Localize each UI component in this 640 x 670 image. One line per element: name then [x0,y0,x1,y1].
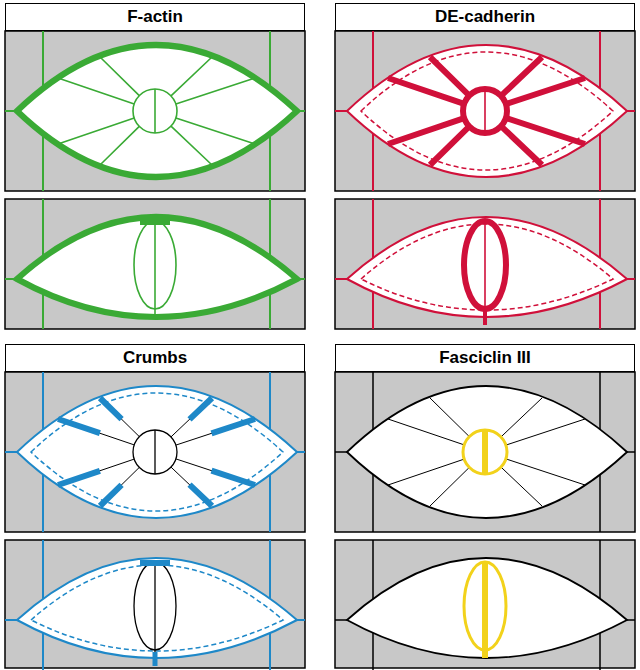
crumbs-panel-top [5,372,305,532]
panel-ground [335,31,635,191]
central-line [154,89,156,133]
inner-dashed-outline [31,565,283,651]
central-line [154,562,155,658]
fasciclin-panel-top [335,372,635,532]
cell-junction [5,199,305,329]
cell-junction [335,372,635,532]
rhabdomere-spokes [58,398,255,506]
rhabdomere-spokes [388,398,585,506]
panel-ground [5,31,305,191]
central-line [154,430,155,474]
rhabdomere-spokes [388,57,585,165]
crumbs-panel-bottom [5,540,305,670]
inner-dashed-outline [361,52,613,170]
central-circle [463,430,507,474]
apical-cap [140,219,170,225]
panel-ground [5,199,305,329]
panel-ground [335,372,635,532]
panel-header-box: F-actin [5,3,305,31]
fasciclin-panel-bottom [335,540,635,670]
de-cadherin-panel-top [335,31,635,191]
cell-junction [5,372,305,532]
basal-stub [483,311,487,325]
de-cadherin-panel-bottom [335,199,635,329]
panel-label: Fasciclin III [439,349,531,368]
panel-label: DE-cadherin [435,8,535,27]
inner-dashed-outline [361,224,613,310]
stalk-segments [58,398,255,506]
central-circle [133,430,177,474]
cell-outline [17,386,297,518]
panel-header-box: Fasciclin III [335,344,635,372]
cell-outline [347,45,627,177]
cell-junction [335,199,635,329]
central-line [484,89,486,133]
apical-cap [140,560,170,566]
cell-junction [5,540,305,670]
panel-ground [335,199,635,329]
cell-outline [347,558,627,658]
cell-outline [347,217,627,317]
cell-outline [347,386,627,518]
panel-label: F-actin [127,8,183,27]
rhabdomere-spokes [58,57,255,165]
inner-dashed-outline [31,393,283,511]
panel-label: Crumbs [123,349,187,368]
central-line [484,221,486,317]
cell-outline [17,217,297,317]
f-actin-panel-top [5,31,305,191]
cell-junction [335,540,635,670]
cell-outline [17,45,297,177]
central-line [482,430,488,474]
panel-ground [5,540,305,668]
f-actin-panel-bottom [5,199,305,329]
panel-header-box: Crumbs [5,344,305,372]
basal-stub [153,652,158,666]
panel-ground [5,372,305,532]
central-line [482,562,488,658]
central-line [154,221,156,317]
panel-header-box: DE-cadherin [335,3,635,31]
central-circle [463,89,507,133]
cell-junction [5,31,305,191]
cell-outline [17,558,297,658]
panel-ground [335,540,635,668]
cell-junction [335,31,635,191]
central-circle [133,89,177,133]
